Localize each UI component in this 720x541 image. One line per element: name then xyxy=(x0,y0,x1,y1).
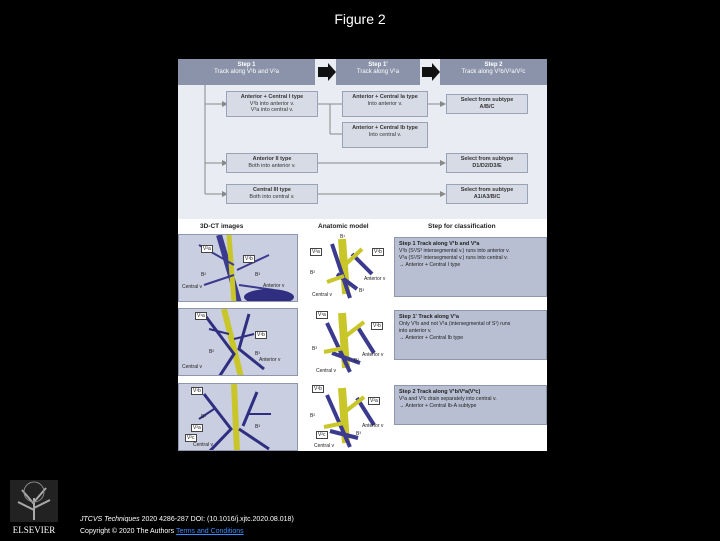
label: V²c xyxy=(185,434,197,442)
journal-name: JTCVS Techniques xyxy=(80,516,140,523)
label: V¹b xyxy=(371,322,383,330)
model-render-2 xyxy=(323,312,376,373)
ct-render-2 xyxy=(202,309,265,375)
label: B³ xyxy=(255,351,260,357)
ct-image-2: V¹a V¹b B² B³ Anterior v Central v xyxy=(178,308,298,376)
label: Anterior v xyxy=(362,352,384,358)
label: B³ xyxy=(359,288,364,294)
label: V²a xyxy=(368,397,380,405)
label: V¹a xyxy=(316,311,328,319)
step1prime-box: Step 1'Track along V¹a xyxy=(336,59,420,85)
model-image-3: V¹b V²a B² B³ V²c Anterior v Central v xyxy=(302,383,392,451)
elsevier-logo: ELSEVIER xyxy=(6,478,62,536)
label: Central v xyxy=(193,442,214,448)
label: Anterior v xyxy=(362,423,384,429)
label: Central v xyxy=(316,368,337,374)
terms-link[interactable]: Terms and Conditions xyxy=(175,528,244,535)
label: Anterior v xyxy=(259,357,281,363)
copyright-line: Copyright © 2020 The Authors Terms and C… xyxy=(80,528,244,535)
label: B³ xyxy=(356,431,361,437)
label: B² xyxy=(354,358,359,364)
model-image-1: B¹ V²a V¹b B² Anterior v Central v B³ xyxy=(302,234,392,302)
label: Central v xyxy=(312,292,333,298)
model-render-1 xyxy=(326,238,374,299)
ct-image-3: V¹b V²a B² B³ V²c Central v xyxy=(178,383,298,451)
label: V¹b xyxy=(312,385,324,393)
label: B² xyxy=(209,349,214,355)
label: B² xyxy=(201,414,206,420)
classification-step-1: Step 1 Track along V¹b and V²a V¹b (S¹/S… xyxy=(394,237,547,297)
label: B² xyxy=(201,272,206,278)
classification-step-1prime: Step 1' Track along V¹a Only V¹b and not… xyxy=(394,310,547,360)
label: B¹ xyxy=(340,234,345,240)
label: B² xyxy=(310,413,315,419)
label: V¹b xyxy=(372,248,384,256)
step-header: Step for classification xyxy=(428,223,496,230)
model-header: Anatomic model xyxy=(318,223,369,230)
classification-step-2: Step 2 Track along V¹b/V²a(V²c) V²a and … xyxy=(394,385,547,425)
citation-text: 2020 4286-287 DOI: (10.1016/j.xjtc.2020.… xyxy=(139,516,294,523)
label: B³ xyxy=(255,424,260,430)
model-render-3 xyxy=(323,387,376,448)
label: Anterior v xyxy=(364,276,386,282)
label: V¹b xyxy=(243,255,255,263)
label: V²c xyxy=(316,431,328,439)
label: Central v xyxy=(314,443,335,449)
flowchart-connectors xyxy=(204,63,446,197)
label: V²a xyxy=(201,245,213,253)
label: B³ xyxy=(255,272,260,278)
label: V¹b xyxy=(191,387,203,395)
elsevier-tree-icon: ELSEVIER xyxy=(10,480,58,535)
label: Central v xyxy=(182,364,203,370)
label: V²a xyxy=(310,248,322,256)
model-image-2: V¹a V¹b B³ B² Anterior v Central v xyxy=(302,308,392,376)
ct-image-1: V²a V¹b B² B³ Central v Anterior v xyxy=(178,234,298,302)
label: B² xyxy=(310,270,315,276)
label: B³ xyxy=(312,346,317,352)
slide-title: Figure 2 xyxy=(334,11,386,27)
svg-text:ELSEVIER: ELSEVIER xyxy=(13,525,56,535)
ct-header: 3D-CT images xyxy=(200,223,244,230)
label: Anterior v xyxy=(263,283,285,289)
label: Central v xyxy=(182,284,203,290)
label: V¹a xyxy=(195,312,207,320)
ct-render-1 xyxy=(198,235,294,301)
label: V¹b xyxy=(255,331,267,339)
copyright-text: Copyright © 2020 The Authors xyxy=(80,528,176,535)
citation-line: JTCVS Techniques 2020 4286-287 DOI: (10.… xyxy=(80,516,294,523)
ct-render-3 xyxy=(198,384,271,450)
label: V²a xyxy=(191,424,203,432)
